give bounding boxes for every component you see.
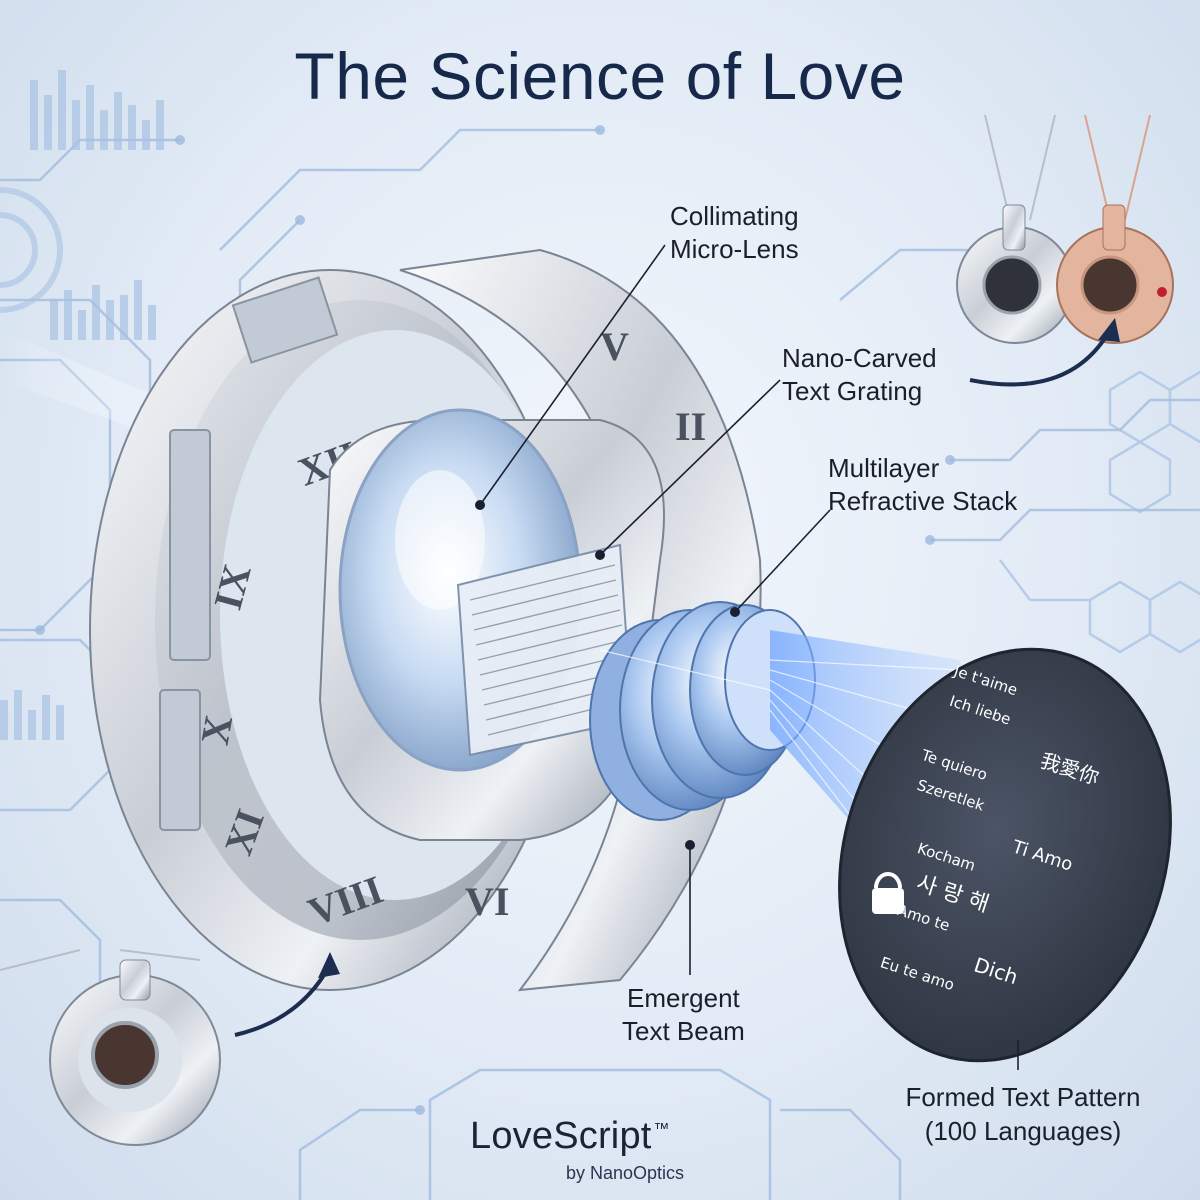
lock-icon: [872, 872, 904, 914]
pattern-word: Ich liebe: [947, 692, 1013, 729]
brand-byline: by NanoOptics: [566, 1163, 685, 1183]
text-grating-plate: [456, 543, 634, 757]
callout-collimating-micro-lens: Collimating Micro-Lens: [670, 201, 799, 264]
pattern-word: Ti Amo: [1009, 836, 1075, 875]
text-pattern-disc: [839, 649, 1171, 1061]
numeral-ii: II: [675, 404, 706, 449]
numeral-vi: VI: [465, 879, 509, 924]
pattern-word: 我愛你: [1038, 748, 1102, 789]
pattern-word: Je t'aime: [951, 662, 1020, 700]
pattern-word: Eu te amo: [878, 953, 956, 994]
pendant-photo-top-right: [956, 114, 1174, 344]
pattern-word: Dich: [971, 953, 1021, 990]
pattern-word: Amo te: [895, 901, 952, 935]
callout-formed-text-pattern: Formed Text Pattern (100 Languages): [905, 1082, 1141, 1146]
pendant-photo-bottom-left: [0, 949, 221, 1146]
brand-wordmark: LoveScript: [470, 1115, 652, 1157]
page-title: The Science of Love: [294, 39, 906, 113]
callout-nano-carved-text-grating: Nano-Carved Text Grating: [782, 343, 937, 406]
callout-emergent-text-beam: Emergent Text Beam: [622, 983, 745, 1046]
numeral-v: V: [600, 324, 629, 369]
pattern-word: Kocham: [915, 839, 977, 875]
arrow-top-right: [969, 329, 1112, 387]
trademark-symbol: ™: [653, 1121, 670, 1139]
pattern-word: Szeretlek: [915, 776, 987, 815]
callout-multilayer-refractive-stack: Multilayer Refractive Stack: [828, 453, 1018, 516]
